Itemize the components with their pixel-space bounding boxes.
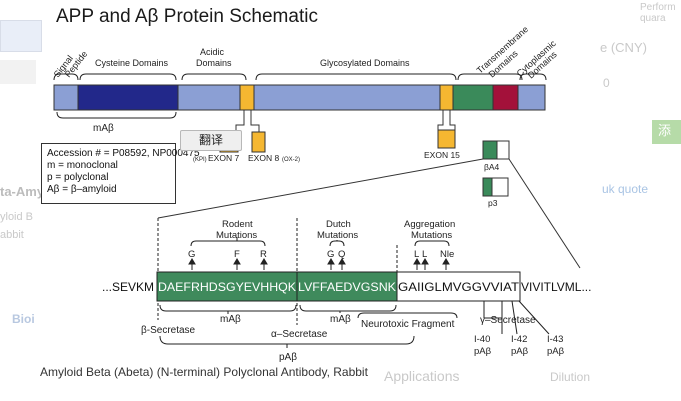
sequence-white: GAIIGLMVGGVVIAT [398,280,520,294]
legend-beta-amyloid: Aβ = β–amyloid [47,184,117,195]
svg-text:G: G [327,249,334,260]
mutation-arrows [188,258,450,270]
i40-label: I-40 pAβ [474,334,492,357]
aggregation-mutations-label: Aggregation Mutations [404,219,455,241]
exon8-insert-box [251,131,266,153]
svg-text:Mutations: Mutations [411,230,452,241]
exon15-insert-box [437,129,456,149]
svg-text:Mutations: Mutations [317,230,358,241]
cysteine-domain-segment [77,84,179,111]
svg-text:I-40: I-40 [474,334,490,345]
signal-peptide-segment [53,84,79,111]
exon7-kpi-label: (KPI) [193,157,207,163]
exon-inserts [219,110,456,153]
svg-text:I-42: I-42 [511,334,527,345]
transmembrane-green-segment [452,84,494,111]
dutch-mutations-label: Dutch Mutations [317,219,358,241]
background-left-heading: ta-Amy [0,184,45,199]
glycosylated-domains-label: Glycosylated Domains [320,58,410,68]
svg-text:Aggregation: Aggregation [404,219,455,230]
i43-label: I-43 pAβ [547,334,565,357]
svg-text:F: F [234,249,240,260]
alpha-secretase-label: α–Secretase [271,329,328,340]
legend-monoclonal: m = monoclonal [47,160,118,171]
svg-text:I-43: I-43 [547,334,563,345]
glycosylated-domain-segment [253,84,441,111]
i42-label: I-42 pAβ [511,334,529,357]
accession-legend-box: Accession # = P08592, NP000475 m = monoc… [41,143,200,204]
rodent-mutations-label: Rodent Mutations [216,219,257,241]
mutation-letters: G F R G Q L L Nle [188,249,454,260]
mab-label-2: mAβ [330,314,351,325]
amino-acid-sequence: ...SEVKM DAEFRHDSGYEVHHQK LVFFAEDVGSNK G… [102,271,591,302]
transmembrane-red-segment [492,84,519,111]
background-price-label: e (CNY) [600,40,647,55]
sequence-green-box-2 [296,271,398,302]
svg-text:R: R [260,249,267,260]
bottom-brackets [159,300,550,348]
neurotoxic-fragment-label: Neurotoxic Fragment [361,319,455,330]
cytoplasmic-domain-segment [517,84,546,111]
background-left-bold: Bioi [12,312,35,326]
exon8-ox-label: (OX-2) [282,157,300,163]
sequence-suffix: VIVITLVML... [521,280,591,294]
svg-text:Mutations: Mutations [216,230,257,241]
acidic-domains-label: Acidic Domains [196,47,232,68]
svg-text:L: L [422,249,427,260]
svg-text:Acidic: Acidic [200,47,225,57]
exon15-label: EXON 15 [424,150,460,160]
background-left-sub2: abbit [0,229,24,241]
image-caption: Amyloid Beta (Abeta) (N-terminal) Polycl… [40,365,368,379]
svg-text:pAβ: pAβ [547,346,565,357]
acidic-domain-segment [177,84,241,111]
legend-polyclonal: p = polyclonal [47,172,109,183]
gamma-secretase-label: γ–Secretase [480,315,536,326]
beta-secretase-label: β-Secretase [141,325,196,336]
p3-box [482,177,509,197]
exon7-segment [239,84,255,111]
translate-button[interactable]: 翻译 [180,130,242,151]
cysteine-domains-label: Cysteine Domains [95,58,169,68]
background-applications: Applications [384,368,460,384]
background-perform-label: Perform quara [640,2,676,24]
sequence-white-box [396,271,521,302]
background-price-value: 0 [603,76,610,90]
svg-text:L: L [414,249,419,260]
beta-a4-label: βA4 [484,162,500,172]
diagram-title: APP and Aβ Protein Schematic [56,6,318,27]
svg-text:Domains: Domains [196,58,232,68]
mab-cysteine-label: mAβ [93,123,114,134]
background-dilution: Dilution [550,370,591,384]
exon15-segment [439,84,454,111]
beta-a4-box [482,140,510,160]
svg-text:Q: Q [338,249,345,260]
svg-text:Rodent: Rodent [222,219,253,230]
background-thumbnail [0,20,42,52]
background-add-button[interactable]: 添 [652,120,681,144]
app-protein-bar [53,84,546,111]
sequence-prefix: ...SEVKM [102,280,154,294]
background-quote-link[interactable]: uk quote [602,182,649,196]
svg-text:pAβ: pAβ [474,346,492,357]
domain-brackets [53,73,547,119]
svg-text:Dutch: Dutch [326,219,351,230]
mab-label-1: mAβ [220,314,241,325]
sequence-green-box-1 [156,271,298,302]
svg-text:pAβ: pAβ [511,346,529,357]
svg-text:Nle: Nle [440,249,454,260]
pab-label: pAβ [279,352,297,363]
exon7-label: EXON 7 [208,153,239,163]
p3-label: p3 [488,198,498,208]
exon8-label: EXON 8 [248,153,279,163]
sequence-green1: DAEFRHDSGYEVHHQK [158,280,296,294]
background-thumbnail-text [0,60,36,84]
background-left-sub1: yloid B [0,211,34,223]
legend-accession: Accession # = P08592, NP000475 [47,148,200,159]
svg-text:G: G [188,249,195,260]
sequence-green2: LVFFAEDVGSNK [298,280,396,294]
